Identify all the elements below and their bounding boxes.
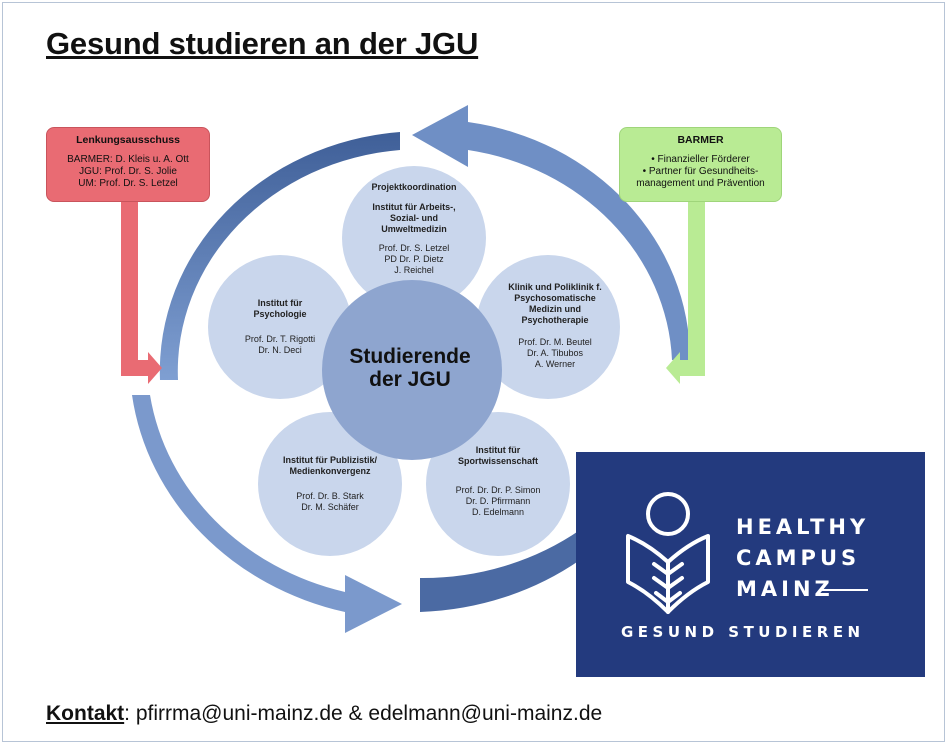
cycle-arrow-top-left [159, 132, 400, 380]
logo-line: HEALTHY [736, 515, 870, 539]
center-label-line: Studierende [349, 345, 471, 368]
institute-bottom-right-person: Dr. D. Pfirrmann [465, 496, 531, 506]
institute-bottom-right-line: Institut für [475, 445, 521, 455]
sponsor-item: Partner für Gesundheits- [626, 166, 775, 178]
institute-right-line: Klinik und Poliklinik f. [508, 282, 602, 292]
institute-bottom-left-line: Institut für Publizistik/ [283, 455, 377, 465]
page-title: Gesund studieren an der JGU [46, 26, 479, 61]
contact-line: Kontakt: pfirrma@uni-mainz.de & edelmann… [46, 702, 602, 726]
sponsor-item: Finanzieller Förderer [626, 154, 775, 166]
institute-right-person: Prof. Dr. M. Beutel [518, 337, 592, 347]
steering-line: BARMER: D. Kleis u. A. Ott [67, 154, 189, 165]
institute-right-person: Dr. A. Tibubos [526, 348, 584, 358]
institute-bottom-right-line: Sportwissenschaft [457, 456, 539, 466]
logo-tagline: GESUND STUDIEREN [621, 623, 865, 641]
institute-left-line: Psychologie [253, 309, 307, 319]
institute-top: Projektkoordination Institut für Arbeits… [344, 182, 484, 276]
sponsor-connector [688, 200, 705, 368]
institute-right-person: A. Werner [534, 359, 576, 369]
steering-committee-box: Lenkungsausschuss BARMER: D. Kleis u. A.… [46, 127, 210, 202]
center-label-line: der JGU [369, 368, 451, 391]
institute-top-person: J. Reichel [394, 265, 434, 275]
logo-underline [822, 589, 868, 591]
circle-right [476, 255, 620, 399]
steering-heading: Lenkungsausschuss [76, 134, 180, 146]
institute-left-line: Institut für [257, 298, 303, 308]
cycle-arrow-top-right-head [412, 105, 691, 360]
institute-bottom-left-person: Prof. Dr. B. Stark [296, 491, 364, 501]
sponsor-item-continued: management und Prävention [636, 178, 765, 189]
sponsor-box: BARMER Finanzieller Förderer Partner für… [619, 127, 782, 202]
steering-line: JGU: Prof. Dr. S. Jolie [79, 166, 177, 177]
institute-top-line: Institut für Arbeits-, [372, 202, 456, 212]
steering-arrow-head [121, 352, 162, 384]
cycle-arrow-bottom-right [420, 530, 580, 612]
institute-left-person: Prof. Dr. T. Rigotti [244, 334, 316, 344]
contact-label: Kontakt [46, 702, 125, 725]
circle-bottom-left [258, 412, 402, 556]
institute-right: Klinik und Poliklinik f. Psychosomatisch… [490, 282, 620, 370]
institute-left: Institut für Psychologie Prof. Dr. T. Ri… [215, 298, 345, 356]
logo-line: MAINZ [736, 577, 834, 601]
institute-left-person: Dr. N. Deci [258, 345, 302, 355]
circle-center [322, 280, 502, 460]
institute-bottom-left-person: Dr. M. Schäfer [301, 502, 359, 512]
institute-bottom-right: Institut für Sportwissenschaft Prof. Dr.… [430, 445, 566, 518]
center-label: Studierende der JGU [330, 345, 490, 391]
institute-top-line: Sozial- und [390, 213, 438, 223]
institute-right-line: Psychotherapie [521, 315, 589, 325]
institute-top-person: Prof. Dr. S. Letzel [378, 243, 450, 253]
institute-bottom-right-person: Prof. Dr. Dr. P. Simon [455, 485, 541, 495]
institute-bottom-right-person: D. Edelmann [471, 507, 525, 517]
institute-right-line: Psychosomatische [514, 293, 596, 303]
institute-bottom-left-line: Medienkonvergenz [289, 466, 371, 476]
sponsor-arrow-head [666, 352, 705, 384]
institute-top-title: Projektkoordination [371, 182, 457, 192]
sponsor-heading: BARMER [677, 134, 724, 146]
institute-right-line: Medizin und [529, 304, 581, 314]
steering-connector [121, 200, 138, 368]
contact-emails: : pfirrma@uni-mainz.de & edelmann@uni-ma… [124, 702, 603, 725]
reading-person-icon [626, 492, 710, 614]
institute-bottom-left: Institut für Publizistik/ Medienkonverge… [262, 455, 398, 513]
institute-top-person: PD Dr. P. Dietz [384, 254, 444, 264]
circle-top [342, 166, 486, 310]
institute-top-line: Umweltmedizin [381, 224, 447, 234]
logo-line: CAMPUS [736, 546, 861, 570]
steering-line: UM: Prof. Dr. S. Letzel [78, 178, 178, 189]
circle-bottom-right [426, 412, 570, 556]
cycle-arrow-bottom-left [132, 395, 402, 633]
circle-left [208, 255, 352, 399]
healthy-campus-logo: HEALTHY CAMPUS MAINZ GESUND STUDIEREN [576, 452, 925, 677]
